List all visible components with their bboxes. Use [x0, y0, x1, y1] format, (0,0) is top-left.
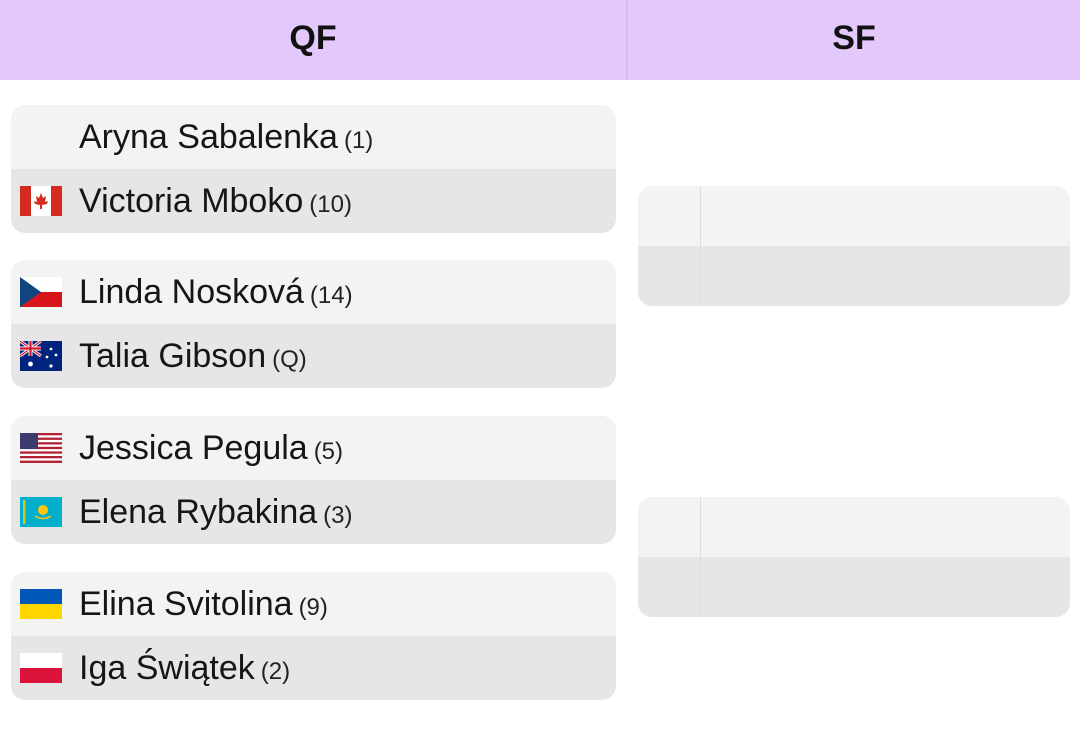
header-divider [626, 0, 628, 80]
round-label-sf: SF [832, 19, 876, 57]
player-seed: (9) [298, 594, 328, 621]
qf-match-4[interactable]: Elina Svitolina(9) Iga Świątek(2) [11, 572, 616, 700]
player-seed: (5) [313, 438, 344, 465]
australia-flag-icon [20, 341, 62, 371]
qf-match-1[interactable]: Aryna Sabalenka(1) Victoria Mboko(10) [11, 105, 616, 233]
player-row[interactable]: Jessica Pegula(5) [11, 416, 616, 480]
player-name: Victoria Mboko(10) [79, 182, 352, 220]
player-seed: (3) [323, 502, 353, 529]
player-row[interactable]: Elina Svitolina(9) [11, 572, 616, 636]
player-seed: (1) [343, 127, 374, 154]
player-name: Jessica Pegula(5) [79, 429, 344, 467]
player-row-empty[interactable] [638, 497, 1070, 557]
qf-match-2[interactable]: Linda Nosková(14) Talia Gibson(Q) [11, 260, 616, 388]
player-row[interactable]: Talia Gibson(Q) [11, 324, 616, 388]
flag-cell-empty [638, 557, 701, 617]
usa-flag-icon [20, 433, 62, 463]
kazakhstan-flag-icon [20, 497, 62, 527]
poland-flag-icon [20, 653, 62, 683]
player-name: Elina Svitolina(9) [79, 585, 328, 623]
canada-flag-icon [20, 186, 62, 216]
flag-cell-empty [638, 186, 701, 246]
player-row-empty[interactable] [638, 246, 1070, 306]
sf-match-2[interactable] [638, 497, 1070, 617]
player-name: Linda Nosková(14) [79, 273, 353, 311]
player-name: Aryna Sabalenka(1) [79, 118, 374, 156]
player-row-empty[interactable] [638, 557, 1070, 617]
player-row[interactable]: Elena Rybakina(3) [11, 480, 616, 544]
rounds-header: QF SF [0, 0, 1080, 80]
player-seed: (Q) [272, 346, 307, 373]
flag-cell-empty [638, 497, 701, 557]
qf-match-3[interactable]: Jessica Pegula(5) Elena Rybakina(3) [11, 416, 616, 544]
ukraine-flag-icon [20, 589, 62, 619]
sf-match-1[interactable] [638, 186, 1070, 306]
player-seed: (14) [309, 282, 353, 309]
player-row-empty[interactable] [638, 186, 1070, 246]
player-name: Talia Gibson(Q) [79, 337, 307, 375]
player-name: Elena Rybakina(3) [79, 493, 353, 531]
player-row[interactable]: Aryna Sabalenka(1) [11, 105, 616, 169]
czech-flag-icon [20, 277, 62, 307]
player-seed: (10) [309, 191, 352, 218]
player-row[interactable]: Linda Nosková(14) [11, 260, 616, 324]
player-seed: (2) [260, 658, 291, 685]
player-row[interactable]: Victoria Mboko(10) [11, 169, 616, 233]
flag-cell-empty [638, 246, 701, 306]
player-name: Iga Świątek(2) [79, 649, 291, 687]
player-row[interactable]: Iga Świątek(2) [11, 636, 616, 700]
round-label-qf: QF [289, 19, 337, 57]
